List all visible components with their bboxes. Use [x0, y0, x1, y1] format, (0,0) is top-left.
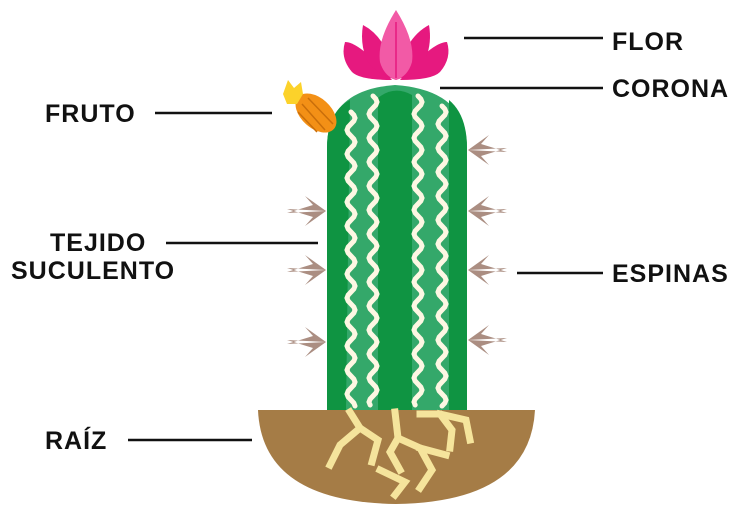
rib-right	[449, 100, 467, 410]
label-tejido-line2: SUCULENTO	[11, 257, 175, 285]
label-flor: FLOR	[612, 28, 684, 56]
spine-left-1	[287, 196, 326, 226]
spine-right-4	[468, 325, 507, 355]
label-tejido-line1: TEJIDO	[50, 229, 146, 257]
label-espinas: ESPINAS	[612, 260, 729, 288]
spine-right-2	[468, 196, 507, 226]
spine-left-3	[287, 327, 326, 357]
rib-center	[378, 91, 412, 410]
label-fruto: FRUTO	[45, 100, 136, 128]
rib-left	[327, 100, 350, 410]
label-corona: CORONA	[612, 75, 729, 103]
cactus-body	[327, 85, 467, 410]
flower	[344, 10, 449, 80]
spine-right-1	[468, 135, 507, 165]
label-raiz: RAÍZ	[45, 426, 107, 455]
spine-right-3	[468, 255, 507, 285]
spine-left-2	[287, 255, 326, 285]
